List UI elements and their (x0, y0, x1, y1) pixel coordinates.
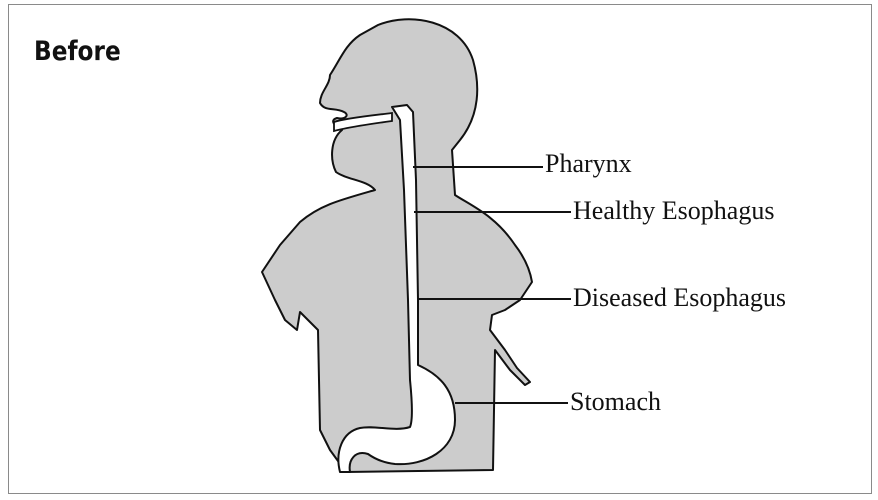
label-pharynx: Pharynx (545, 149, 632, 179)
label-stomach: Stomach (570, 387, 661, 417)
body-silhouette (262, 19, 532, 472)
label-diseased-esophagus: Diseased Esophagus (573, 283, 786, 313)
label-healthy-esophagus: Healthy Esophagus (573, 196, 774, 226)
